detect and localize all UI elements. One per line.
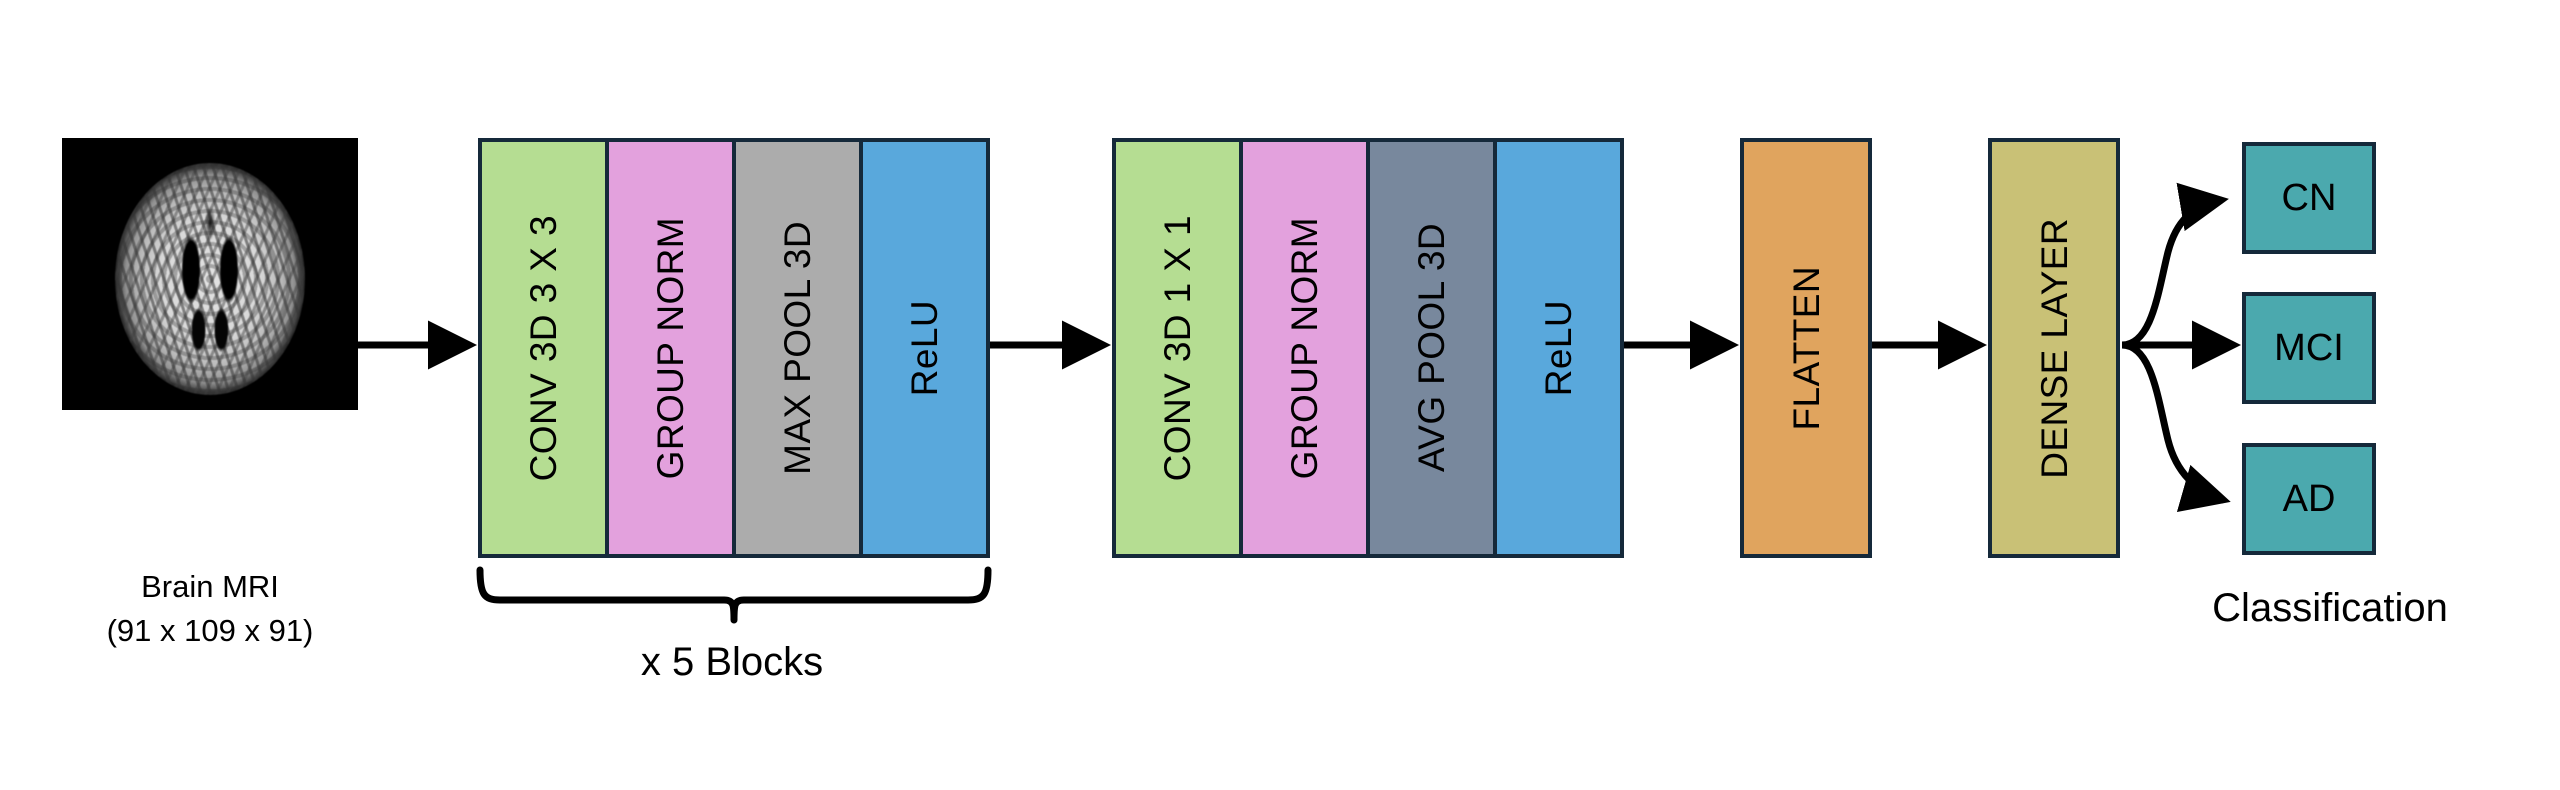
layer-dense[interactable]: DENSE LAYER — [1988, 138, 2120, 558]
arrow-dense-to-cn — [2121, 182, 2229, 349]
brain-mri-caption-line1: Brain MRI — [141, 569, 279, 604]
conv-block-1: CONV 3D 3 X 3 GROUP NORM MAX POOL 3D ReL… — [478, 138, 990, 558]
layer-label: ReLU — [1538, 299, 1579, 397]
brain-mri-caption-line2: (91 x 109 x 91) — [106, 613, 314, 649]
conv-block-2: CONV 3D 1 X 1 GROUP NORM AVG POOL 3D ReL… — [1112, 138, 1624, 558]
layer-conv3d-1x1[interactable]: CONV 3D 1 X 1 — [1116, 142, 1239, 554]
layer-relu[interactable]: ReLU — [863, 142, 986, 554]
layer-label: ReLU — [904, 299, 945, 397]
layer-relu[interactable]: ReLU — [1497, 142, 1620, 554]
layer-label: FLATTEN — [1785, 265, 1827, 431]
class-label: MCI — [2274, 326, 2344, 369]
class-label: CN — [2281, 176, 2337, 219]
class-box-cn[interactable]: CN — [2242, 142, 2376, 254]
layer-group-norm[interactable]: GROUP NORM — [1243, 142, 1366, 554]
class-box-ad[interactable]: AD — [2242, 443, 2376, 555]
layer-group-norm[interactable]: GROUP NORM — [609, 142, 732, 554]
layer-label: CONV 3D 1 X 1 — [1157, 214, 1198, 482]
block-repeat-brace — [476, 566, 992, 624]
layer-avg-pool-3d[interactable]: AVG POOL 3D — [1370, 142, 1493, 554]
arrow-dense-to-ad — [2121, 341, 2231, 512]
brain-mri-slice — [115, 163, 305, 396]
block-1-repeat-caption: x 5 Blocks — [640, 640, 824, 684]
brain-mri-caption: Brain MRI (91 x 109 x 91) — [20, 565, 400, 653]
layer-flatten[interactable]: FLATTEN — [1740, 138, 1872, 558]
layer-label: MAX POOL 3D — [777, 221, 818, 475]
layer-label: CONV 3D 3 X 3 — [523, 214, 564, 482]
layer-max-pool-3d[interactable]: MAX POOL 3D — [736, 142, 859, 554]
layer-label: GROUP NORM — [650, 216, 691, 480]
classification-caption: Classification — [2212, 586, 2448, 630]
layer-conv3d-3x3[interactable]: CONV 3D 3 X 3 — [482, 142, 605, 554]
class-label: AD — [2282, 477, 2336, 520]
layer-label: DENSE LAYER — [2033, 217, 2075, 479]
class-box-mci[interactable]: MCI — [2242, 292, 2376, 404]
layer-label: GROUP NORM — [1284, 216, 1325, 480]
layer-label: AVG POOL 3D — [1411, 223, 1452, 473]
brain-mri-image — [62, 138, 358, 410]
